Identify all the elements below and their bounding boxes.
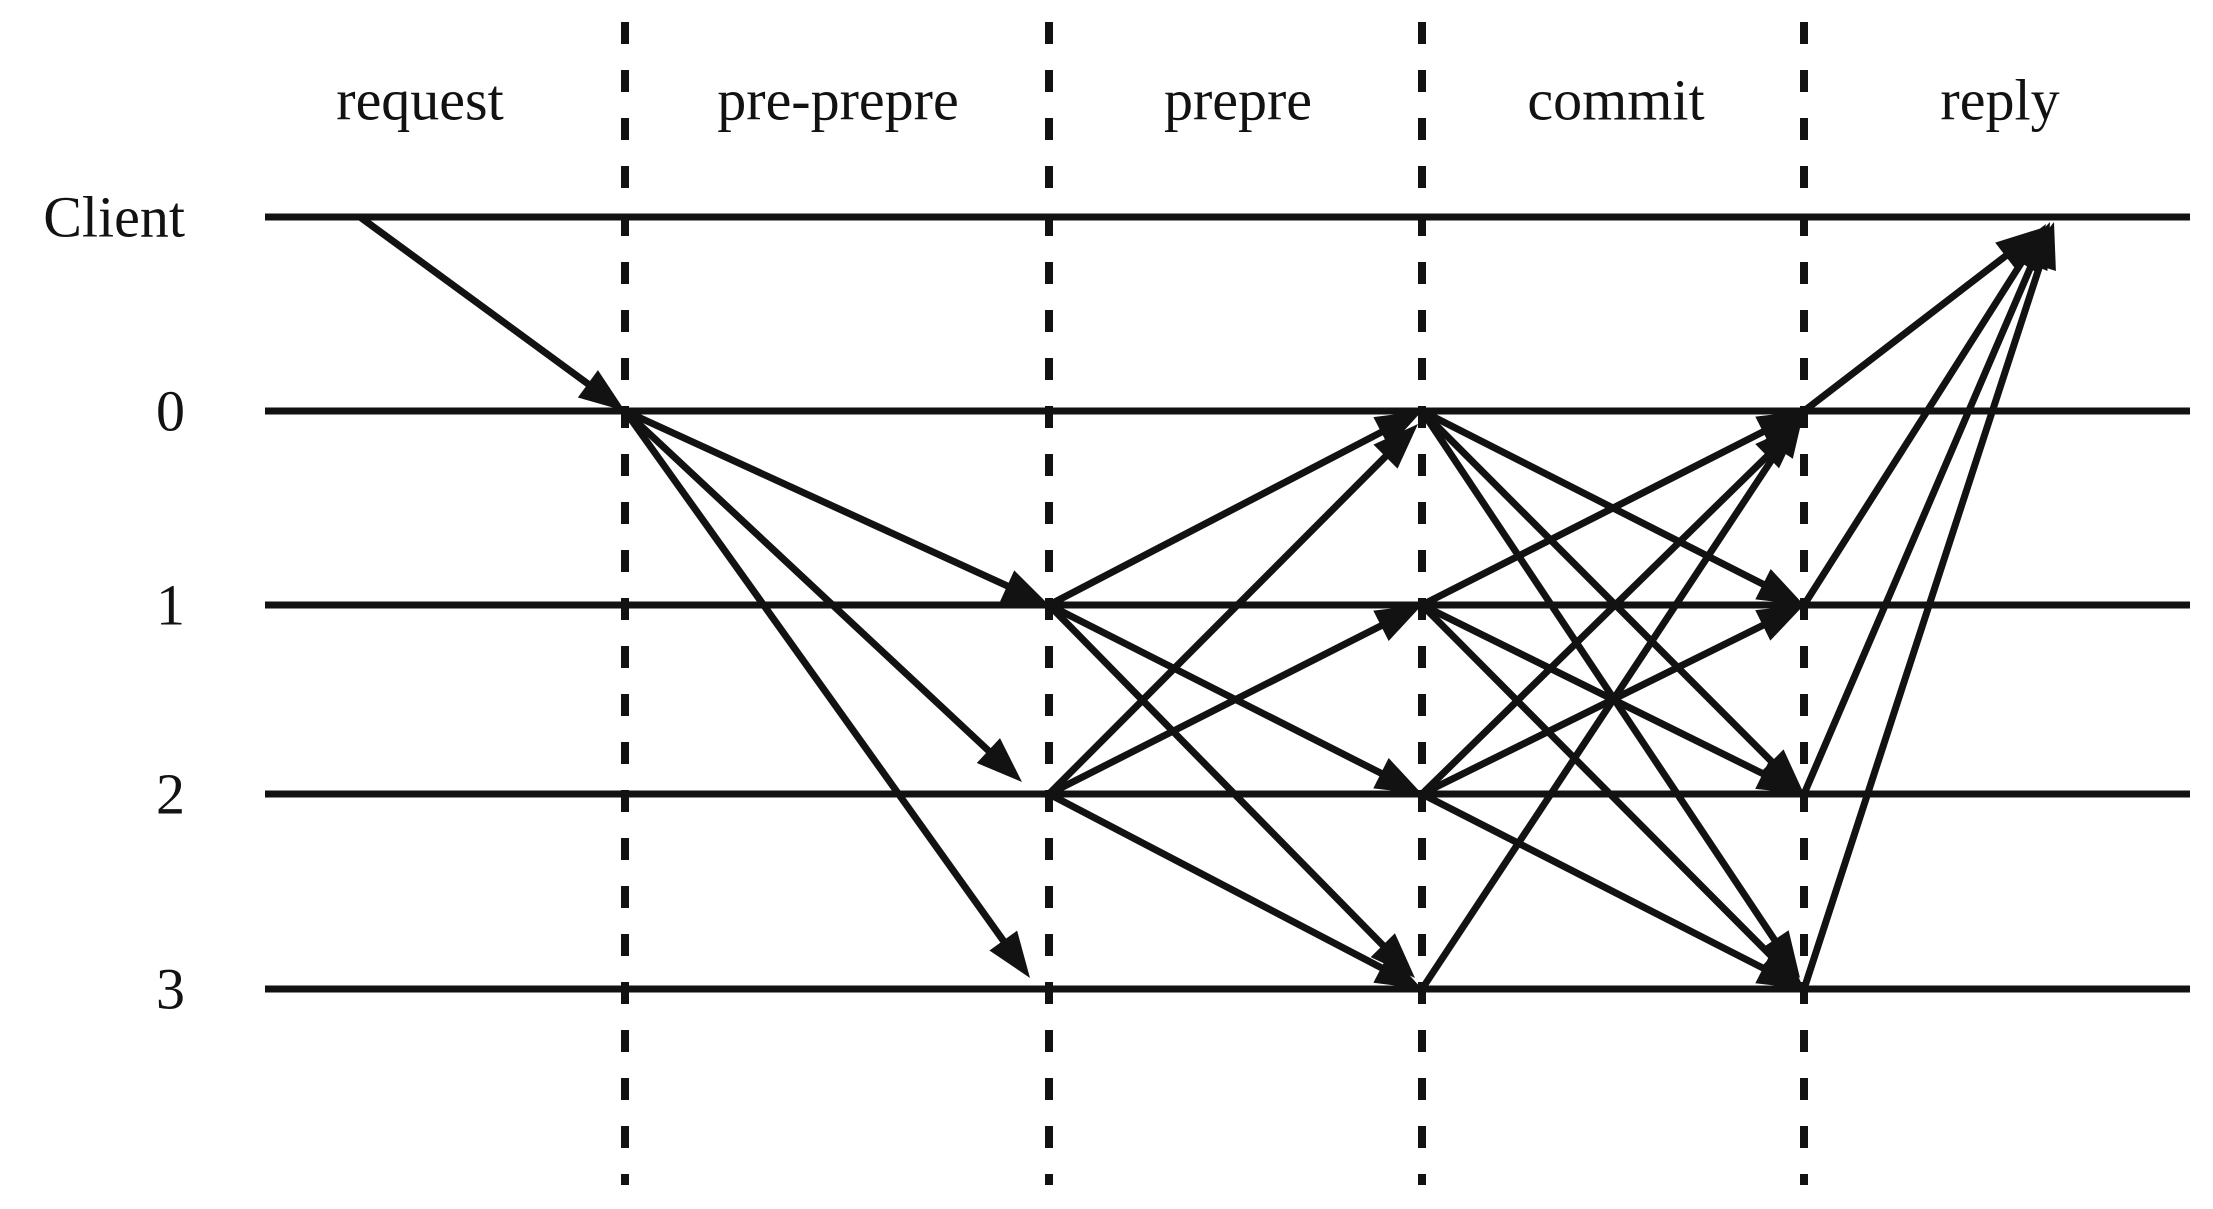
message-arrowhead (1370, 933, 1415, 978)
message-arrowhead (1764, 411, 1804, 459)
message-arrow-m-c-3-0 (1419, 411, 1804, 991)
message-shaft (622, 408, 1012, 951)
message-shaft (1419, 409, 1784, 951)
message-arrow-m-c-0-1 (1420, 407, 1804, 605)
message-arrowhead (1755, 605, 1804, 641)
message-shaft (1047, 601, 1392, 781)
timeline-label-node-3: 3 (156, 956, 185, 1022)
timelines-group (265, 213, 2190, 993)
message-arrowhead (1755, 758, 1804, 794)
message-arrowhead (1373, 758, 1422, 794)
message-shaft (1047, 790, 1392, 976)
message-shaft (1047, 424, 1392, 609)
message-arrow-m-pp-0-1 (623, 407, 1049, 605)
message-arrow-m-c-2-3 (1420, 790, 1804, 989)
message-arrowhead (1373, 411, 1422, 448)
message-shaft (623, 407, 1018, 594)
message-arrow-m-c-1-2 (1420, 601, 1804, 794)
message-shaft (1420, 790, 1774, 976)
message-shaft (1419, 439, 1788, 991)
message-arrow-m-p-2-0 (1046, 424, 1418, 797)
timeline-label-node-0: 0 (156, 378, 185, 444)
message-arrowhead (1755, 569, 1804, 605)
phase-label-commit: commit (1527, 67, 1705, 133)
message-arrow-m-p-1-2 (1047, 601, 1422, 794)
message-arrow-m-c-2-0 (1419, 424, 1800, 797)
message-arrowhead (1000, 570, 1049, 605)
message-shaft (1420, 617, 1774, 798)
message-arrowhead (2023, 222, 2056, 272)
message-shaft (1801, 247, 2016, 414)
message-arrowhead (1755, 952, 1804, 989)
message-shaft (1800, 253, 2040, 796)
message-arrow-m-pp-0-2 (622, 408, 1022, 782)
timeline-label-client: Client (43, 184, 185, 250)
message-shaft (1800, 255, 2047, 991)
messages-group (357, 214, 2056, 991)
message-shaft (1047, 618, 1392, 798)
message-arrow-m-reply-2-c (1800, 222, 2050, 796)
message-shaft (1046, 446, 1396, 797)
message-shaft (1046, 602, 1393, 955)
phase-label-reply: reply (1940, 67, 2060, 133)
message-shaft (1419, 602, 1782, 967)
message-arrow-m-p-2-1 (1047, 605, 1422, 798)
message-shaft (1419, 408, 1782, 772)
timeline-label-node-2: 2 (156, 761, 185, 827)
message-shaft (1420, 601, 1774, 782)
message-arrow-m-p-2-3 (1047, 790, 1422, 989)
phase-label-request: request (336, 67, 504, 133)
message-arrowhead (577, 370, 625, 411)
message-arrowhead (976, 738, 1022, 782)
message-shaft (1419, 446, 1777, 797)
message-arrowhead (1373, 952, 1422, 989)
message-arrow-m-reply-3-c (1800, 222, 2056, 991)
phase-label-prepre: prepre (1163, 67, 1313, 133)
message-arrow-m-pp-0-3 (622, 408, 1030, 978)
message-arrowhead (1373, 605, 1422, 641)
message-shaft (357, 214, 599, 393)
timeline-label-node-1: 1 (156, 572, 185, 638)
message-shaft (1420, 407, 1774, 592)
message-shaft (1801, 252, 2030, 607)
message-shaft (622, 408, 999, 761)
message-arrow-m-c-2-1 (1420, 605, 1804, 798)
message-arrowhead (1373, 424, 1418, 469)
phase-label-pre-prepre: pre-prepre (717, 67, 959, 133)
message-arrow-m-p-1-0 (1047, 411, 1422, 609)
message-arrow-m-request-c-0 (357, 214, 625, 411)
message-shaft (1420, 424, 1774, 609)
message-arrow-m-p-1-3 (1046, 602, 1415, 978)
message-arrowhead (989, 930, 1030, 978)
